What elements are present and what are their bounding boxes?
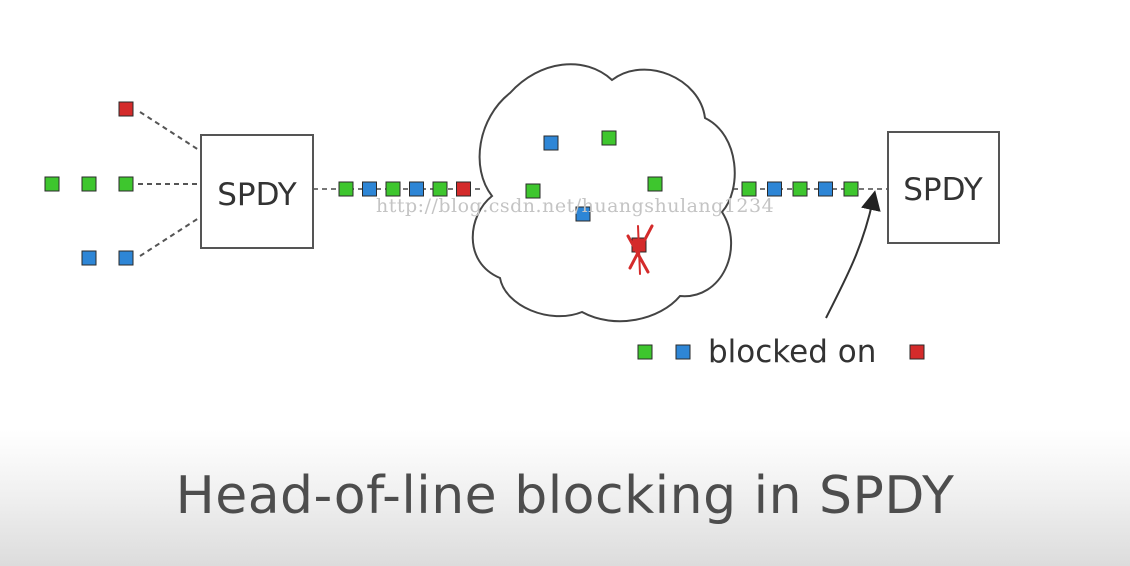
packet-blue [818,181,833,197]
packet-blue [767,181,782,197]
spdy-box-server [887,131,1000,244]
multiplexed-packets-in [338,181,471,197]
packet-green [741,181,757,197]
in-flight-packets [525,130,663,222]
packet-blue [575,206,591,222]
delivered-packets [741,181,859,197]
packet-blue [409,181,424,197]
packet-blue [362,181,377,197]
network-cloud [471,63,736,323]
packet-green [525,183,541,199]
stream-line-red [139,111,203,153]
packet-green [44,176,60,192]
packet-green [338,181,354,197]
packet-blue [118,250,134,266]
stream-line-blue [139,215,203,257]
client-stream-packets [44,101,134,266]
diagram-caption: Head-of-line blocking in SPDY [175,466,955,526]
packet-red [456,181,471,197]
legend-blocked-text: blocked on [708,334,876,370]
packet-blue [543,135,559,151]
packet-green [792,181,808,197]
packet-blue [81,250,97,266]
packet-green [118,176,134,192]
watermark-text: http://blog.csdn.net/huangshulang1234 [376,195,774,217]
lost-packet-icon [626,224,654,275]
packet-green [843,181,859,197]
packet-green [81,176,97,192]
legend-packet-blue [675,344,691,360]
spdy-box-client [200,134,314,249]
packet-green [601,130,617,146]
spdy-box-server-label: SPDY [903,172,983,208]
packet-green [647,176,663,192]
packet-red [118,101,134,117]
packet-green [385,181,401,197]
blocked-arrow [825,190,881,319]
spdy-box-client-label: SPDY [217,177,297,213]
caption-band [0,430,1130,566]
blocked-legend-packets [637,344,925,360]
packet-green [432,181,448,197]
legend-packet-green [637,344,653,360]
legend-blocker-packet [909,344,925,360]
